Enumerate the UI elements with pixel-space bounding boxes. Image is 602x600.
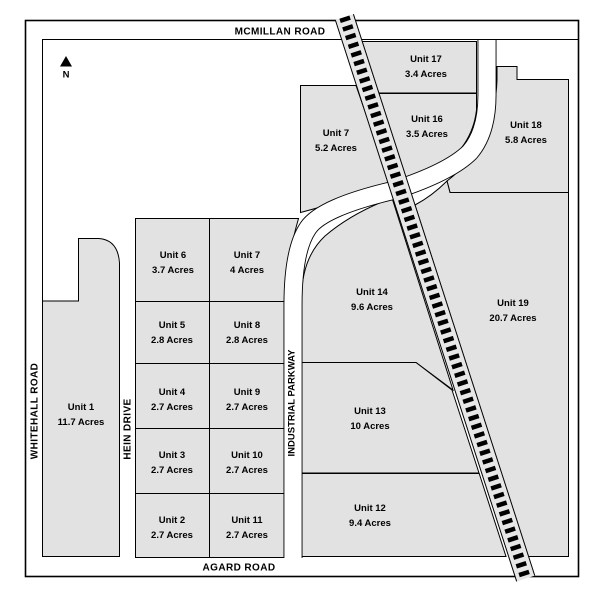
railroad-ties xyxy=(339,15,531,581)
unit-5-parcel xyxy=(135,301,210,364)
industrial-parkway-label: INDUSTRIAL PARKWAY xyxy=(286,349,298,457)
unit-19-parcel xyxy=(414,180,569,557)
railroad-track xyxy=(334,14,536,582)
unit-11-parcel xyxy=(209,493,285,558)
unit-2-parcel xyxy=(135,493,210,558)
mcmillan-road-label: MCMILLAN ROAD xyxy=(234,26,326,37)
unit-4-parcel xyxy=(135,363,210,429)
parcels-group xyxy=(42,41,569,558)
north-arrow-icon xyxy=(60,56,72,67)
unit-12-parcel xyxy=(301,473,507,557)
unit-6-parcel xyxy=(135,218,210,302)
unit-1-parcel xyxy=(42,238,120,557)
north-label: N xyxy=(62,69,70,81)
agard-road-label: AGARD ROAD xyxy=(202,562,276,574)
hein-drive-label: HEIN DRIVE xyxy=(122,398,134,460)
whitehall-road-label: WHITEHALL ROAD xyxy=(29,362,41,460)
road-inner-boundary-line xyxy=(42,39,578,301)
unit-9-parcel xyxy=(209,363,285,429)
